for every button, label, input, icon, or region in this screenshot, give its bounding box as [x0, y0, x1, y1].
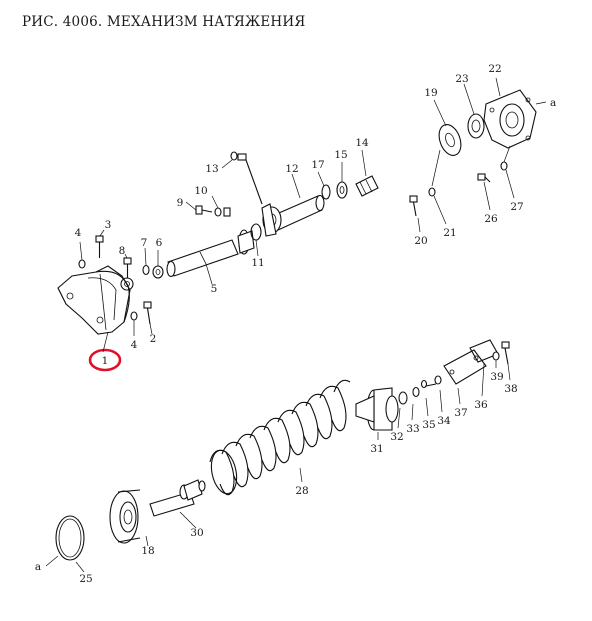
seal-part-17[interactable]	[321, 184, 331, 200]
rod-part-5[interactable]	[166, 229, 255, 278]
bolt-part-35[interactable]	[420, 379, 437, 389]
highlight-ellipse	[88, 348, 122, 372]
callout-19[interactable]: 19	[424, 87, 437, 99]
cover-part-22[interactable]	[483, 89, 537, 149]
reference-a-bottom: a	[35, 561, 41, 573]
callout-27[interactable]: 27	[510, 201, 523, 213]
callout-23[interactable]: 23	[455, 73, 468, 85]
plate-part-37[interactable]	[443, 349, 487, 385]
flange-part-18[interactable]	[109, 489, 141, 544]
callout-30[interactable]: 30	[190, 527, 203, 539]
bolt-part-26[interactable]	[477, 173, 491, 183]
callout-10[interactable]: 10	[194, 185, 207, 197]
callout-36[interactable]: 36	[474, 399, 488, 411]
bolt-part-8[interactable]	[123, 257, 132, 278]
callout-21[interactable]: 21	[443, 227, 456, 239]
bracket-housing-part-1[interactable]	[57, 265, 134, 335]
fitting-part-13[interactable]	[230, 151, 263, 205]
callout-labels: 1 2 3 4 4 5 6 7 8 9 10 11 12 13 14 15 17…	[35, 63, 556, 585]
washer-part-21[interactable]	[428, 187, 436, 197]
callout-3[interactable]: 3	[105, 219, 112, 231]
callout-1[interactable]: 1	[102, 355, 109, 367]
callout-39[interactable]: 39	[490, 371, 503, 383]
callout-8[interactable]: 8	[119, 245, 126, 257]
bushing-part-15[interactable]	[336, 181, 348, 199]
callout-20[interactable]: 20	[414, 235, 427, 247]
plate-part-6[interactable]	[152, 265, 164, 279]
callout-37[interactable]: 37	[454, 407, 467, 419]
callout-14[interactable]: 14	[355, 137, 369, 149]
nut-part-14[interactable]	[355, 175, 379, 197]
callout-35[interactable]: 35	[422, 419, 435, 431]
callout-31[interactable]: 31	[370, 443, 383, 455]
callout-12[interactable]: 12	[285, 163, 298, 175]
bolt-part-3[interactable]	[95, 235, 104, 258]
washer-part-10[interactable]	[214, 207, 231, 217]
bolt-part-9[interactable]	[195, 205, 213, 215]
washer-part-7[interactable]	[142, 264, 150, 276]
seal-ring-part-19[interactable]	[435, 122, 465, 159]
callout-13[interactable]: 13	[205, 163, 218, 175]
callout-6[interactable]: 6	[156, 237, 163, 249]
callout-4-upper[interactable]: 4	[75, 227, 82, 239]
callout-32[interactable]: 32	[390, 431, 403, 443]
yoke-part-31[interactable]	[355, 387, 399, 431]
diagram-title: РИС. 4006. МЕХАНИЗМ НАТЯЖЕНИЯ	[22, 14, 306, 30]
bearing-part-23[interactable]	[467, 113, 485, 139]
callout-22[interactable]: 22	[488, 63, 501, 75]
recoil-spring-part-28[interactable]	[208, 379, 351, 496]
callout-7[interactable]: 7	[141, 237, 148, 249]
callout-11[interactable]: 11	[251, 257, 264, 269]
callout-38[interactable]: 38	[504, 383, 517, 395]
bolt-part-2[interactable]	[143, 301, 152, 325]
callout-33[interactable]: 33	[406, 423, 419, 435]
callout-28[interactable]: 28	[295, 485, 308, 497]
callout-18[interactable]: 18	[141, 545, 154, 557]
callout-26[interactable]: 26	[484, 213, 498, 225]
washer-part-39[interactable]	[492, 351, 500, 361]
washer-part-27[interactable]	[500, 161, 508, 171]
spring-rod-part-30[interactable]	[149, 479, 206, 517]
oring-part-25[interactable]	[55, 515, 85, 561]
bolt-part-38[interactable]	[501, 341, 510, 365]
callout-9[interactable]: 9	[177, 197, 184, 209]
callout-5[interactable]: 5	[211, 283, 218, 295]
callout-17[interactable]: 17	[311, 159, 324, 171]
reference-a-top: a	[550, 97, 556, 109]
washer-part-33[interactable]	[412, 386, 420, 398]
callout-34[interactable]: 34	[437, 415, 451, 427]
washer-part-4-upper[interactable]	[78, 259, 86, 269]
callout-25[interactable]: 25	[79, 573, 92, 585]
callout-15[interactable]: 15	[334, 149, 347, 161]
washer-part-4-lower[interactable]	[130, 311, 138, 321]
cylinder-part-12[interactable]	[261, 194, 325, 237]
washer-part-34[interactable]	[434, 375, 442, 385]
nut-part-32[interactable]	[398, 391, 408, 405]
callout-2[interactable]: 2	[150, 333, 157, 345]
bolt-part-20[interactable]	[409, 195, 418, 217]
callout-4-lower[interactable]: 4	[131, 339, 138, 351]
